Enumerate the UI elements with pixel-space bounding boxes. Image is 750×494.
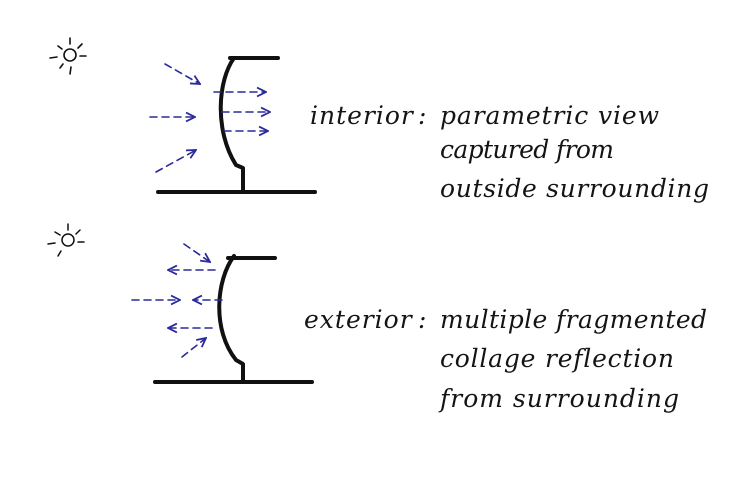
interior-line-3: outside surrounding	[440, 174, 710, 203]
exterior-sun-icon	[47, 223, 85, 257]
exterior-line-3: from surrounding	[438, 384, 680, 413]
exterior-wall-section	[153, 254, 314, 384]
interior-light-arrows	[149, 63, 270, 173]
exterior-term: exterior	[304, 305, 414, 334]
interior-line-1: parametric view	[440, 101, 660, 130]
interior-sun-icon	[49, 37, 87, 75]
exterior-separator: :	[418, 305, 427, 334]
interior-separator: :	[418, 101, 427, 130]
interior-term: interior	[310, 101, 415, 130]
exterior-line-2: collage reflection	[440, 344, 675, 373]
exterior-line-1: multiple fragmented	[440, 305, 708, 334]
interior-line-2: captured from	[440, 135, 615, 164]
interior-wall-section	[156, 56, 317, 194]
exterior-light-arrows	[131, 243, 223, 358]
